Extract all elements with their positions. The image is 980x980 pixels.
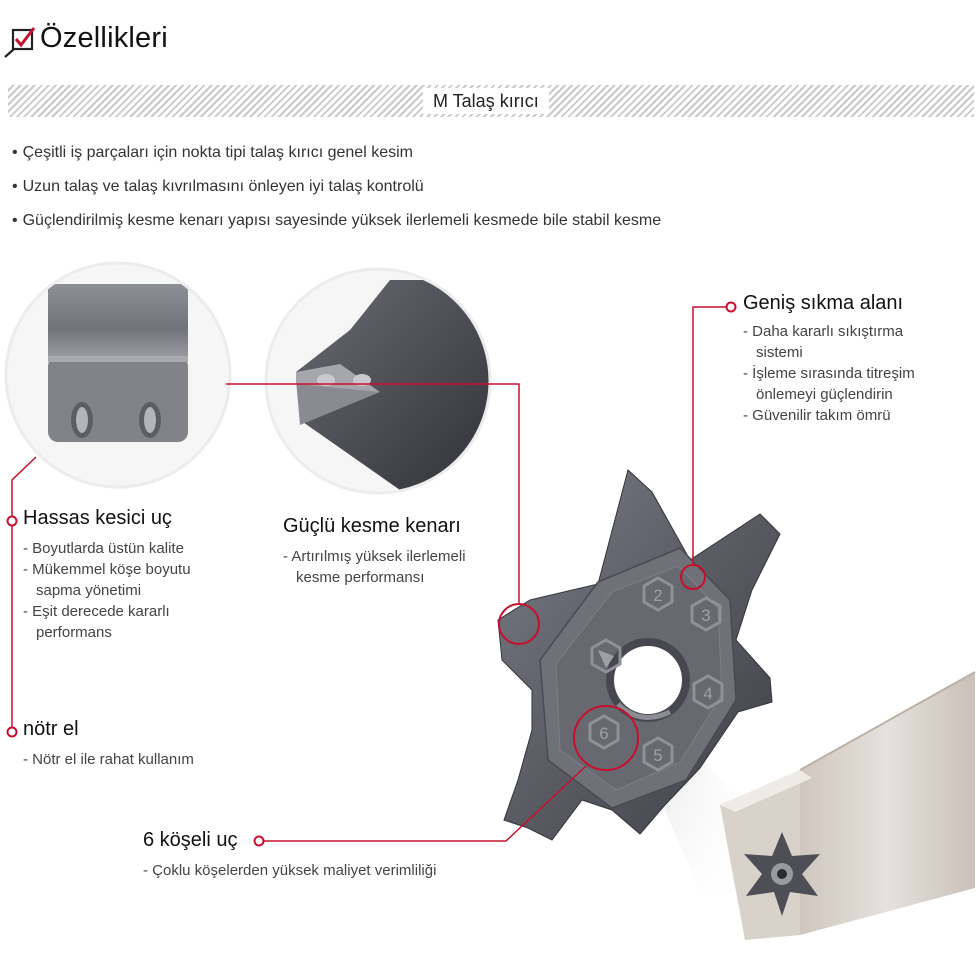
leader-line-edge: [226, 383, 520, 604]
feature-corner: 6 köşeli uç - Çoklu köşelerden yüksek ma…: [143, 829, 436, 881]
callout-dot-precise: [6, 515, 18, 527]
feature-precise-title: Hassas kesici uç: [23, 507, 172, 529]
section-bar-label: M Talaş kırıcı: [423, 88, 549, 114]
feature-line: - Boyutlarda üstün kalite: [23, 540, 184, 557]
insert-mark-3: 3: [701, 606, 710, 625]
feature-clamp-lines: - Daha kararlı sıkıştırma sistemi - İşle…: [743, 321, 915, 426]
feature-neutral-lines: - Nötr el ile rahat kullanım: [23, 749, 194, 770]
feature-corner-lines: - Çoklu köşelerden yüksek maliyet veriml…: [143, 860, 436, 881]
feature-strong-lines: - Artırılmış yüksek ilerlemeli kesme per…: [283, 546, 466, 588]
feature-clamp-title: Geniş sıkma alanı: [743, 292, 904, 314]
insert-mark-5: 5: [653, 746, 662, 765]
feature-neutral: nötr el - Nötr el ile rahat kullanım: [23, 718, 194, 770]
insert-mark-6: 6: [599, 724, 608, 743]
zoom-strong-edge: [264, 267, 492, 495]
bullet-item: Çeşitli iş parçaları için nokta tipi tal…: [12, 142, 661, 176]
feature-neutral-title: nötr el: [23, 718, 79, 740]
callout-dot-neutral: [6, 726, 18, 738]
feature-bullet-list: Çeşitli iş parçaları için nokta tipi tal…: [12, 142, 661, 244]
feature-precise-lines: - Boyutlarda üstün kalite - Mükemmel köş…: [23, 538, 191, 643]
feature-line: - Artırılmış yüksek ilerlemeli: [283, 548, 466, 565]
feature-line: - Daha kararlı sıkıştırma: [743, 323, 904, 340]
insert-mark-2: 2: [653, 586, 662, 605]
checkbox-icon: [4, 27, 36, 58]
leader-line-corner: [263, 765, 587, 842]
bullet-item: Güçlendirilmiş kesme kenarı yapısı sayes…: [12, 210, 661, 244]
feature-line: - İşleme sırasında titreşim: [743, 365, 915, 382]
feature-line: - Mükemmel köşe boyutu: [23, 561, 191, 578]
feature-clamp: Geniş sıkma alanı - Daha kararlı sıkıştı…: [743, 292, 915, 426]
feature-corner-title: 6 köşeli uç: [143, 829, 238, 851]
feature-strong: Güçlü kesme kenarı - Artırılmış yüksek i…: [283, 515, 466, 588]
feature-strong-title: Güçlü kesme kenarı: [283, 515, 461, 537]
leader-line-zoom: [11, 456, 37, 520]
insert-mark-4: 4: [703, 684, 712, 703]
page-title: Özellikleri: [40, 22, 168, 54]
feature-line: performans: [36, 624, 112, 641]
zoom-precise-tip: [4, 261, 232, 489]
tool-holder: [720, 671, 976, 940]
callout-dot-corner: [253, 835, 265, 847]
feature-line: sistemi: [756, 344, 803, 361]
feature-precise: Hassas kesici uç - Boyutlarda üstün kali…: [23, 507, 191, 643]
feature-line: - Nötr el ile rahat kullanım: [23, 751, 194, 768]
feature-line: - Eşit derecede kararlı: [23, 603, 170, 620]
feature-line: - Çoklu köşelerden yüksek maliyet veriml…: [143, 862, 437, 879]
feature-line: sapma yönetimi: [36, 582, 142, 599]
leader-line-clamp: [692, 306, 727, 565]
six-corner-insert: 2 3 4 5 6: [497, 469, 781, 841]
callout-circle-corner: [573, 705, 639, 771]
feature-line: - Güvenilir takım ömrü: [743, 407, 891, 424]
feature-line: önlemeyi güçlendirin: [756, 386, 893, 403]
callout-dot-clamp: [725, 301, 737, 313]
bullet-item: Uzun talaş ve talaş kıvrılmasını önleyen…: [12, 176, 661, 210]
feature-line: kesme performansı: [296, 569, 425, 586]
